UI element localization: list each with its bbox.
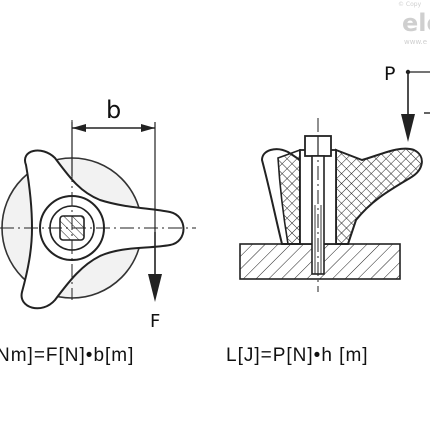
dim-b-label: b: [106, 96, 121, 124]
dim-b-arrow-right: [141, 124, 155, 132]
watermark-url: www.e: [404, 38, 427, 46]
right-knob-figure: P L[J]=P[N]•h [m]: [226, 63, 430, 366]
left-knob-figure: b F Nm]=F[N]•b[m]: [0, 96, 196, 366]
force-p-label: P: [384, 63, 395, 85]
force-f-arrowhead: [148, 274, 162, 302]
left-formula: Nm]=F[N]•b[m]: [0, 345, 134, 366]
watermark-logo: ele: [402, 9, 430, 37]
watermark: © Copy ele www.e: [398, 1, 430, 46]
watermark-copyright: © Copy: [398, 1, 422, 8]
force-f-label: F: [150, 311, 160, 332]
dim-b-arrow-left: [72, 124, 86, 132]
knob-section-hatched: [277, 148, 301, 245]
right-formula: L[J]=P[N]•h [m]: [226, 345, 369, 366]
knob-wing-hatched: [335, 147, 423, 245]
force-p-arrowhead: [401, 114, 415, 142]
